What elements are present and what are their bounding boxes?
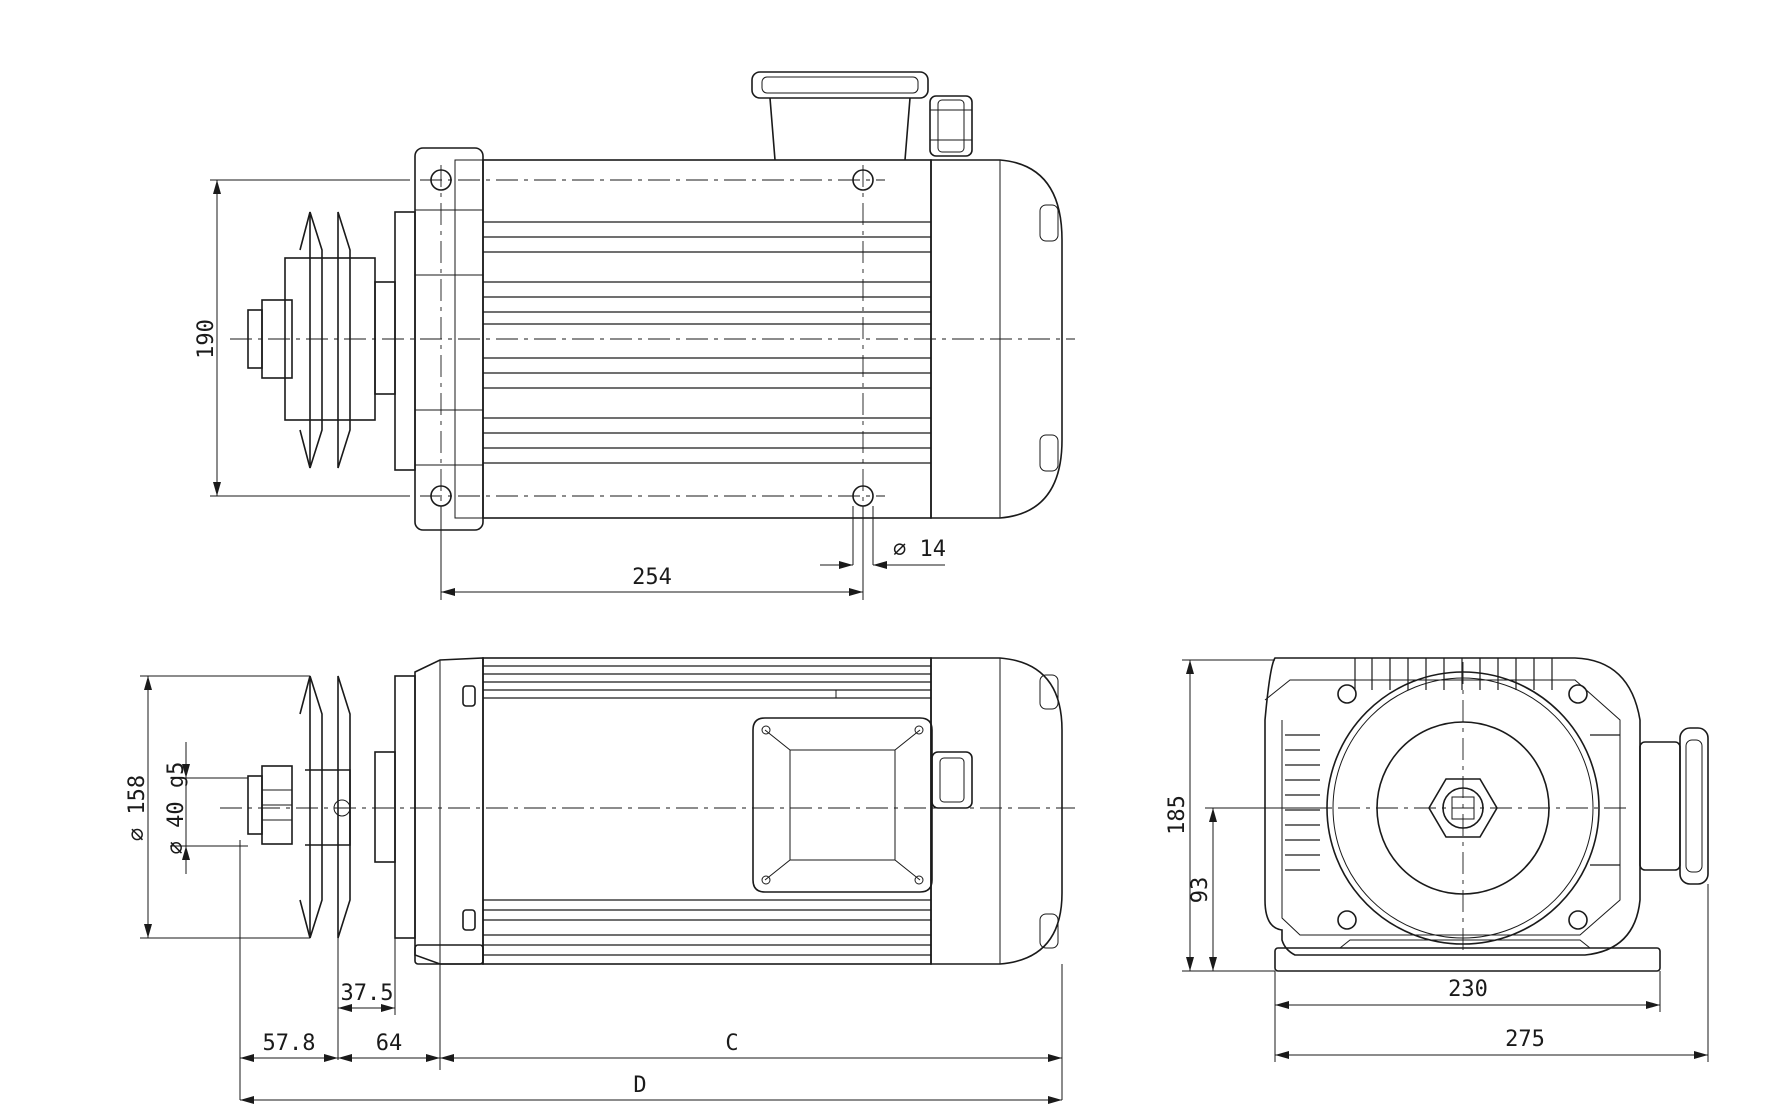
dim-64: 64 (338, 1031, 440, 1062)
dim-57-8-label: 57.8 (263, 1031, 316, 1056)
dim-c: C (440, 1031, 1062, 1062)
dim-275: 275 (1275, 884, 1709, 1062)
dim-254-label: 254 (632, 565, 672, 590)
dim-254: 254 (440, 506, 864, 600)
dim-93-label: 93 (1188, 877, 1213, 904)
dim-c-label: C (725, 1031, 738, 1056)
dim-57-8: 57.8 (240, 1031, 338, 1062)
housing-front (1264, 657, 1641, 956)
top-view: 190 254 ∅ 14 (194, 71, 1075, 600)
pulley-top (247, 211, 376, 469)
dim-190-label: 190 (194, 319, 219, 359)
dim-275-label: 275 (1505, 1027, 1545, 1052)
fan-cover-top (930, 159, 1063, 519)
dim-230-label: 230 (1448, 977, 1488, 1002)
dim-190: 190 (194, 179, 410, 497)
base-front (1274, 947, 1661, 972)
motor-body-side (482, 657, 932, 965)
dim-hole-14: ∅ 14 (820, 506, 946, 569)
dim-37-5: 37.5 (338, 981, 395, 1012)
dim-158-label: ∅ 158 (125, 775, 150, 841)
dim-d-label: D (633, 1073, 646, 1098)
terminal-box-top (751, 71, 973, 161)
terminal-box-side (752, 717, 973, 893)
frame-side (414, 657, 484, 965)
dim-d: D (240, 1073, 1062, 1104)
dim-185: 185 (1165, 659, 1275, 972)
side-view: ∅ 158 ∅ 40 g5 37.5 57.8 (125, 657, 1075, 1104)
dim-185-label: 185 (1165, 795, 1190, 835)
dim-40-label: ∅ 40 g5 (164, 762, 189, 855)
dim-158: ∅ 158 (125, 675, 310, 939)
dim-93: 93 (1188, 807, 1330, 971)
pulley-side (247, 675, 351, 939)
dim-40: ∅ 40 g5 (164, 742, 248, 874)
dim-hole-14-label: ∅ 14 (893, 537, 946, 562)
front-view: 185 93 230 275 (1165, 657, 1709, 1062)
dim-230: 230 (1274, 971, 1661, 1062)
dim-64-label: 64 (376, 1031, 403, 1056)
bearing-boss-top (394, 211, 416, 471)
terminal-box-front (1639, 727, 1709, 885)
dim-37-5-label: 37.5 (341, 981, 394, 1006)
fan-cover-side (930, 657, 1063, 965)
cooling-fins-top (483, 221, 931, 464)
